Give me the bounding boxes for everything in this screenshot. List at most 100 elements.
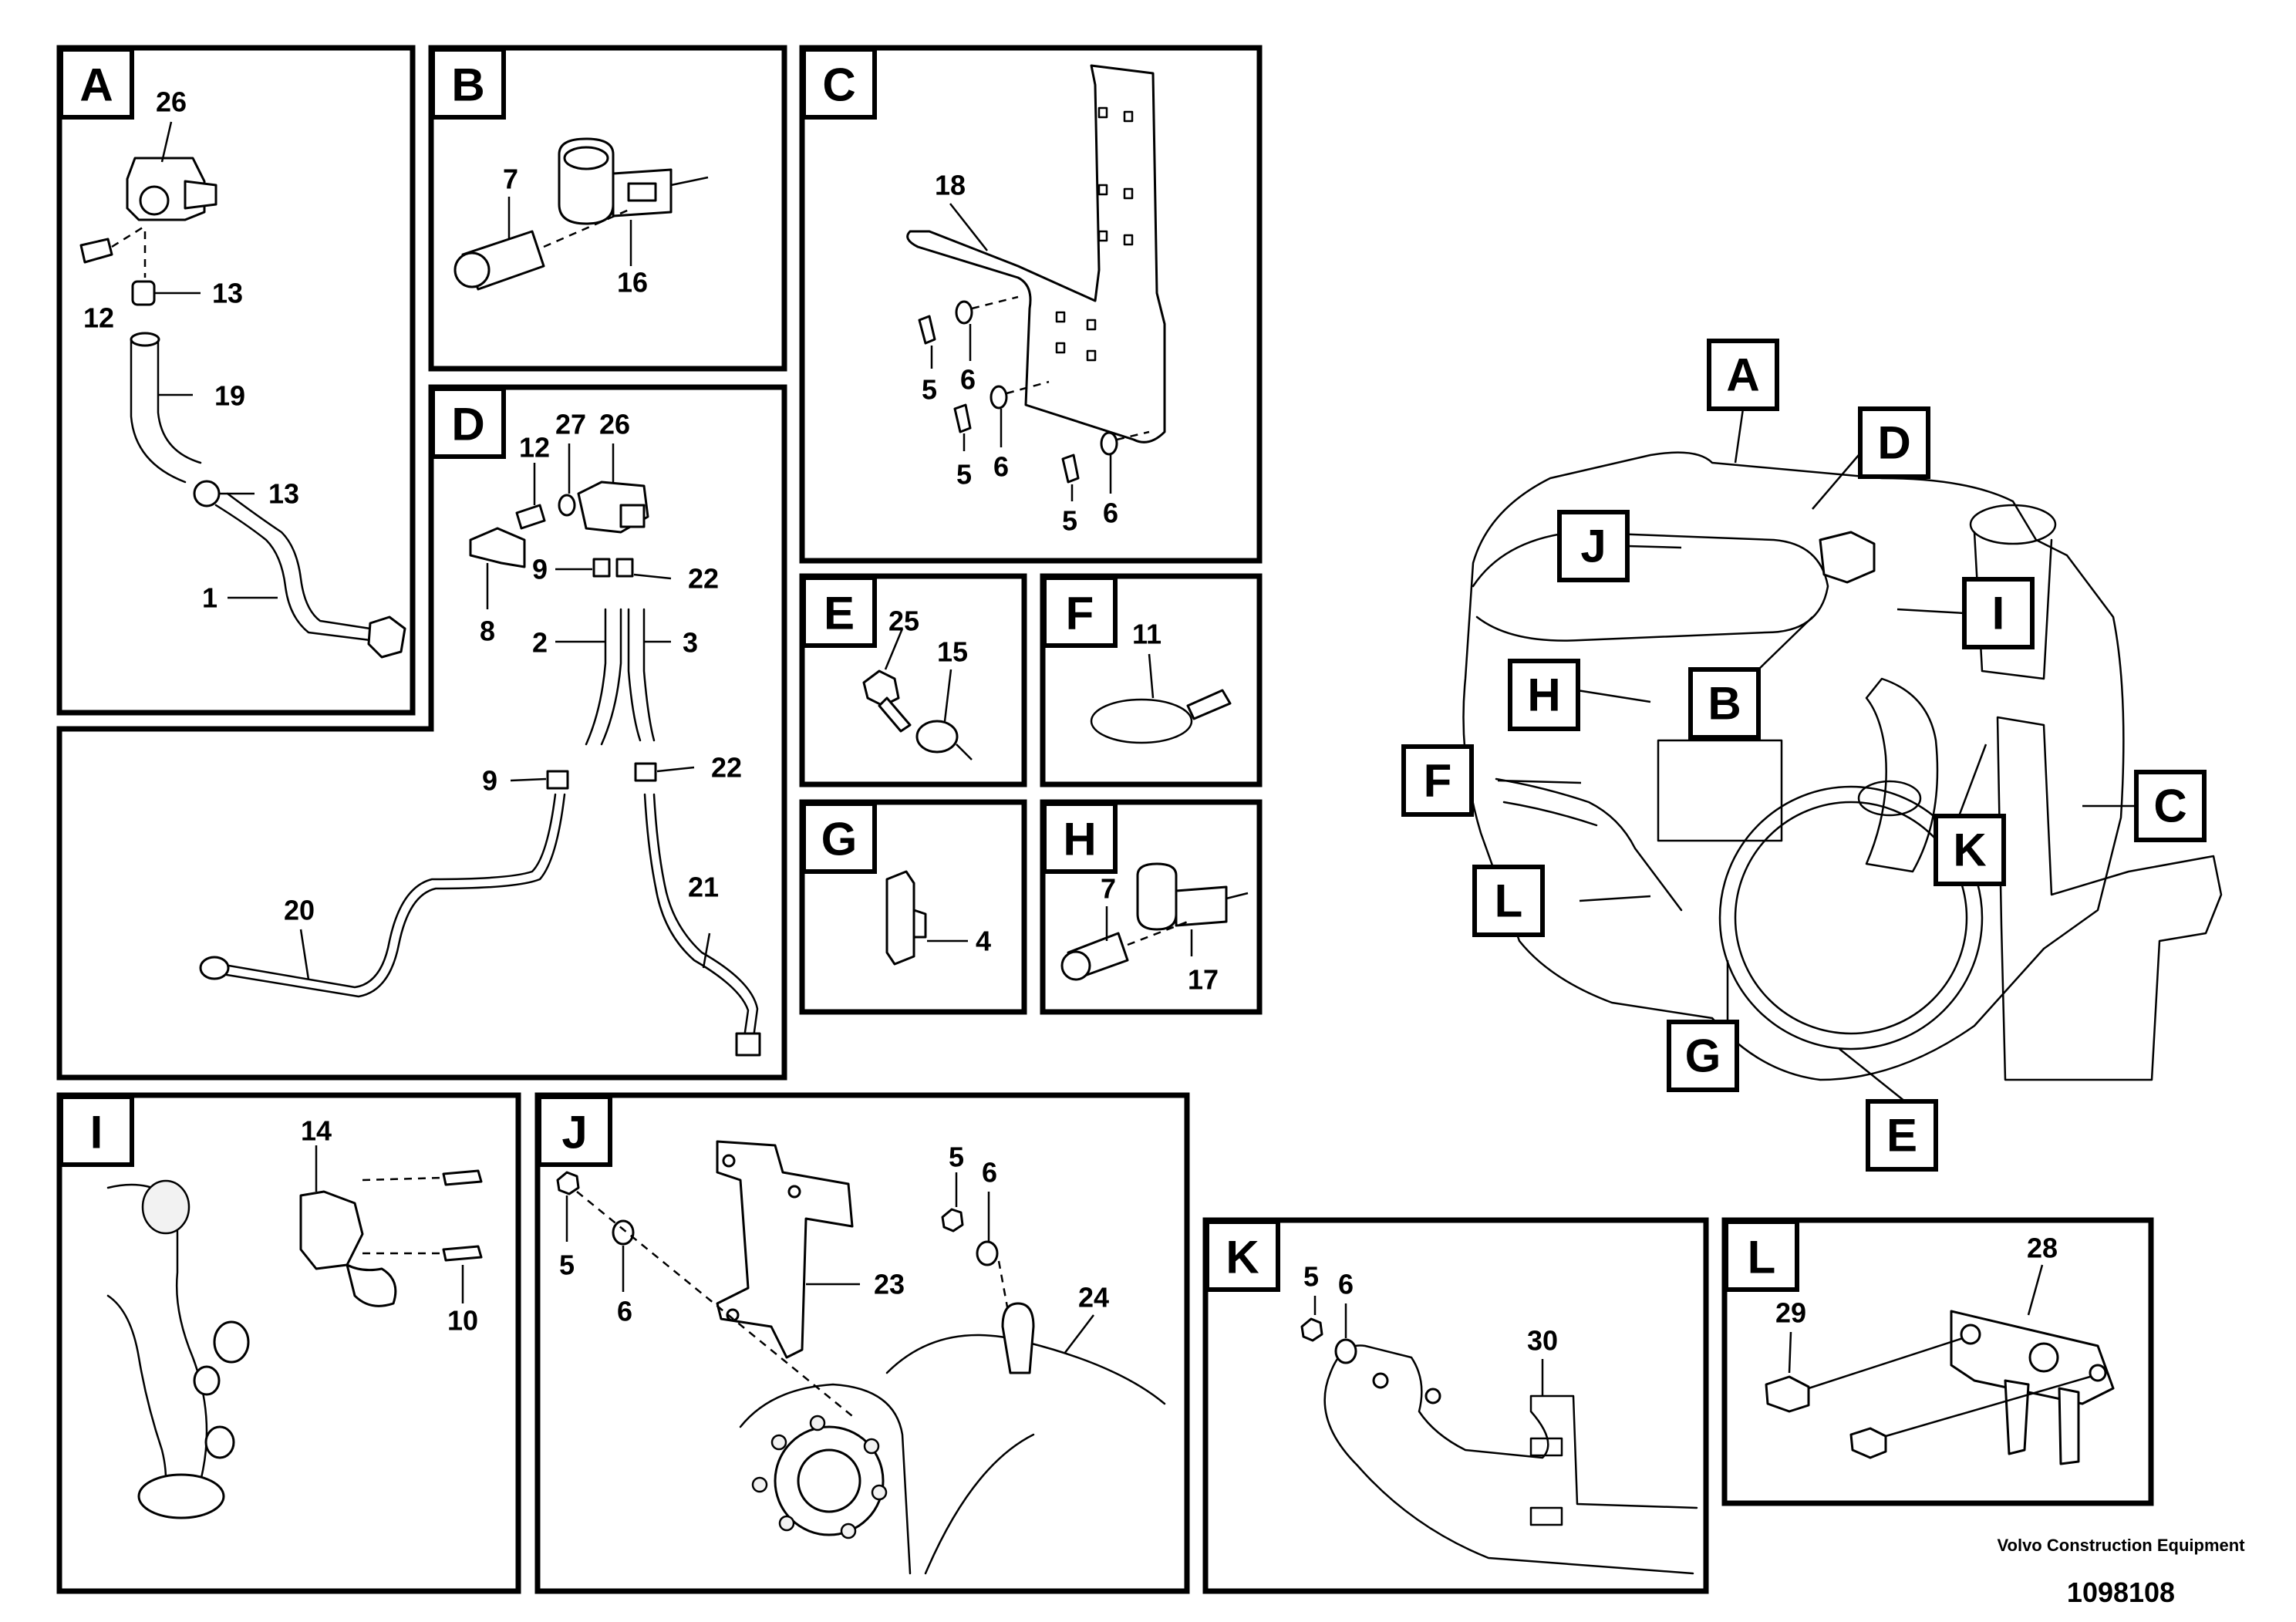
callout-k5: 5: [1303, 1261, 1319, 1293]
clamp-9-top: [592, 558, 611, 578]
callout-j6a: 6: [617, 1296, 632, 1327]
clip-4: [885, 870, 915, 966]
callout-d3: 3: [683, 627, 698, 659]
ov-tag-j-box: [1557, 510, 1630, 582]
bracket-slots: [1055, 106, 1134, 362]
panel-a-tag-box: [59, 47, 134, 120]
washer-6-j-left: [612, 1219, 635, 1246]
panel-a-frame: [56, 45, 416, 716]
callout-c6b: 6: [993, 451, 1009, 483]
ov-tag-j: J: [1580, 521, 1606, 572]
callout-d8: 8: [480, 615, 495, 647]
bolt-10-b: [442, 1245, 483, 1262]
callout-a19: 19: [214, 380, 245, 412]
panel-j-tag-box: [537, 1094, 612, 1167]
dpf-housing-inner: [1734, 801, 1968, 1035]
washer-6-a: [955, 300, 973, 325]
control-box: [1657, 739, 1783, 842]
clip-4-tab: [912, 909, 927, 939]
dash-a12: [111, 226, 143, 248]
panel-f: F 11: [1040, 573, 1263, 787]
hose-2: [585, 608, 622, 746]
bolt-7-h-head: [1060, 950, 1091, 981]
callout-i10: 10: [447, 1305, 478, 1337]
clip-h-wire: [1226, 892, 1249, 900]
panel-e-tag: E: [824, 588, 855, 639]
callout-j5a: 5: [559, 1249, 575, 1281]
callout-l28: 28: [2027, 1233, 2058, 1264]
dash-j-left: [576, 1191, 857, 1420]
clip-slot: [627, 182, 657, 202]
elbow-flange: [137, 1473, 225, 1519]
dash-c2: [1006, 380, 1050, 395]
ov-tag-a: A: [1726, 349, 1759, 401]
ov-tag-f: F: [1424, 755, 1452, 807]
callout-d2: 2: [532, 627, 548, 659]
callout-d21: 21: [688, 872, 719, 903]
clamp-22-top: [615, 558, 634, 578]
leader-e25: [884, 628, 904, 670]
leader-ov-f: [1497, 779, 1582, 784]
panel-c: C 18 5 6 5 6 5 6: [799, 45, 1263, 564]
washer-6-j-right: [976, 1240, 999, 1266]
cable-tie-loop: [1090, 698, 1193, 744]
lifting-eye: [1001, 1302, 1035, 1374]
ov-tag-g: G: [1685, 1030, 1721, 1082]
flange-bolts: [751, 1415, 888, 1539]
panel-h-tag-box: [1042, 801, 1118, 874]
clamp-13-top: [131, 280, 156, 306]
leader-c18: [949, 203, 988, 251]
callout-b16: 16: [617, 267, 648, 298]
bolt-5-j-left: [556, 1171, 580, 1195]
bracket-30: [1323, 1344, 1698, 1575]
panel-l-tag: L: [1748, 1232, 1776, 1283]
mounting-bracket-overview: [1996, 716, 2223, 1081]
clip-ring: [563, 146, 609, 170]
panel-f-tag-box: [1042, 575, 1118, 648]
exhaust-elbow-overview: [1865, 677, 1939, 873]
leader-ov-l: [1579, 895, 1651, 902]
e-wire: [956, 744, 973, 760]
ov-tag-e: E: [1886, 1110, 1917, 1162]
panel-k-tag-box: [1205, 1219, 1280, 1292]
washer-6-c: [1100, 431, 1118, 456]
leader-d9b: [510, 777, 547, 782]
leader-ov-k: [1957, 744, 1988, 817]
ov-tag-i-box: [1962, 577, 2035, 649]
bracket-14: [299, 1190, 364, 1270]
leader-f11: [1148, 653, 1155, 699]
pipe-20-end: [199, 956, 230, 980]
bolt-5-c: [1061, 454, 1080, 484]
footer-company: Volvo Construction Equipment: [1997, 1536, 2245, 1555]
stack-opening: [1969, 504, 2057, 545]
ov-tag-b-box: [1688, 667, 1761, 740]
ov-tag-h-box: [1508, 659, 1580, 731]
ov-tag-f-box: [1401, 744, 1474, 817]
leader-e15: [943, 669, 952, 722]
hose-3: [627, 608, 656, 742]
ov-tag-i: I: [1992, 588, 2005, 639]
panel-d-tag: D: [451, 399, 484, 450]
leader-l28: [2027, 1264, 2044, 1316]
ov-tag-g-box: [1667, 1020, 1739, 1092]
leader-ov-d: [1812, 454, 1859, 510]
callout-d9a: 9: [532, 554, 548, 585]
washer-6-k: [1334, 1338, 1357, 1364]
panel-g-tag: G: [821, 814, 858, 865]
ov-tag-h: H: [1527, 669, 1560, 721]
bolt-25-shank: [878, 696, 912, 733]
ov-tag-l: L: [1495, 875, 1523, 927]
bolt-29-a: [1765, 1375, 1810, 1413]
panel-i-frame: [56, 1092, 521, 1594]
flange-bore: [797, 1448, 861, 1513]
panel-c-tag-box: [801, 47, 877, 120]
bracket-18: [906, 64, 1166, 443]
panel-g: G 4: [799, 799, 1027, 1015]
callout-a26: 26: [156, 86, 187, 118]
bolt-29-b: [1849, 1427, 1887, 1459]
bolt-5-a: [918, 315, 936, 345]
panel-i-tag: I: [90, 1107, 103, 1158]
callout-j5b: 5: [949, 1141, 964, 1173]
bolt-29-a-shank: [1808, 1337, 1964, 1390]
